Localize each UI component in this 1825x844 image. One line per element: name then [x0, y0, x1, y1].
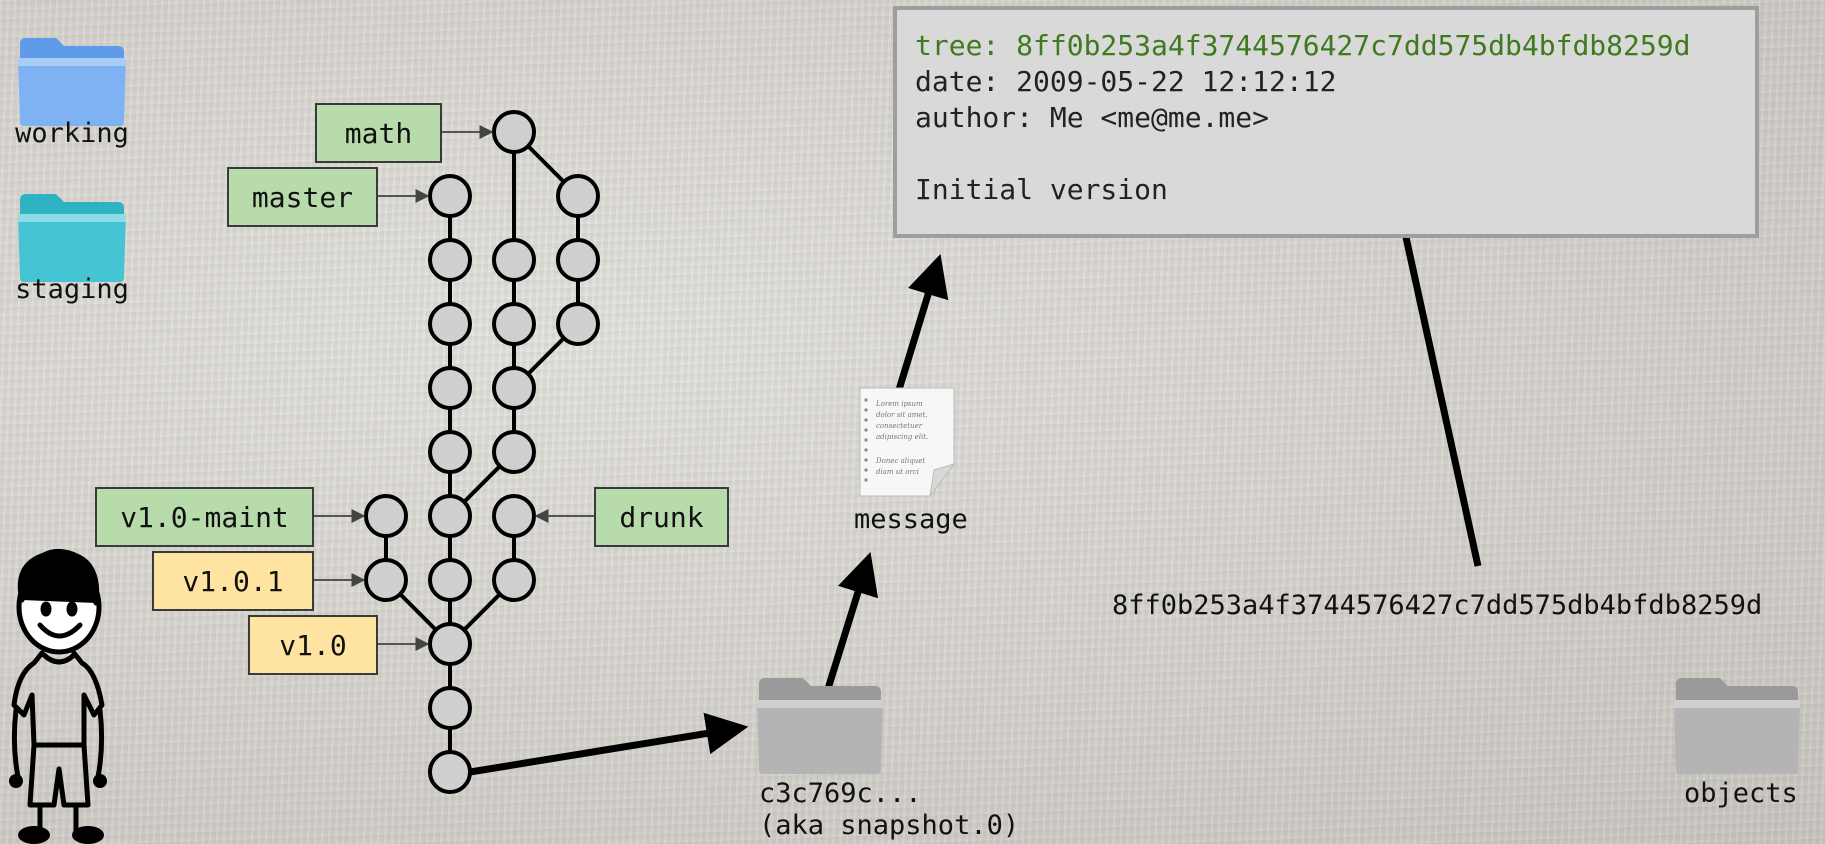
branch-v1-0-maint[interactable]: v1.0-maint — [95, 487, 314, 547]
commit-author-line: author: Me <me@me.me> — [915, 101, 1270, 134]
message-doc-line: Donec aliquet — [875, 457, 925, 465]
commit-node[interactable] — [428, 686, 472, 730]
tag-v1-0-label: v1.0 — [279, 628, 347, 662]
working-folder[interactable]: working — [15, 36, 129, 149]
branch-master[interactable]: master — [227, 167, 378, 227]
commit-node[interactable] — [428, 366, 472, 410]
branch-drunk-label: drunk — [619, 500, 704, 534]
commit-node[interactable] — [428, 558, 472, 602]
branch-drunk[interactable]: drunk — [594, 487, 729, 547]
commit-date-line: date: 2009-05-22 12:12:12 — [915, 65, 1337, 98]
snapshot-folder-icon — [757, 678, 883, 774]
message-document[interactable]: Lorem ipsum dolor sit amet, consectetuer… — [854, 386, 968, 536]
objects-folder-label: objects — [1684, 778, 1798, 809]
tag-v1-0-1[interactable]: v1.0.1 — [152, 551, 314, 611]
commit-node[interactable] — [428, 494, 472, 538]
commit-tree-line: tree: 8ff0b253a4f3744576427c7dd575db4bfd… — [915, 29, 1691, 62]
objects-folder[interactable]: objects — [1672, 674, 1812, 814]
message-doc-line: Lorem ipsum — [875, 400, 923, 408]
branch-v1-0-maint-label: v1.0-maint — [120, 500, 289, 534]
tag-v1-0-1-label: v1.0.1 — [182, 564, 284, 598]
message-doc-line: diam ut orci — [876, 468, 919, 476]
document-icon: Lorem ipsum dolor sit amet, consectetuer… — [859, 387, 956, 497]
commit-node[interactable] — [428, 430, 472, 474]
staging-folder-icon — [18, 194, 126, 282]
branch-math[interactable]: math — [315, 103, 442, 163]
commit-node[interactable] — [428, 750, 472, 794]
message-doc-line: adipiscing elit. — [876, 433, 928, 441]
commit-object-box: tree: 8ff0b253a4f3744576427c7dd575db4bfd… — [893, 6, 1759, 238]
branch-math-label: math — [344, 116, 413, 150]
commit-blank-line — [915, 136, 1755, 172]
commit-node[interactable] — [492, 558, 536, 602]
message-doc-line: consectetuer — [876, 422, 923, 430]
commit-message-line: Initial version — [915, 173, 1168, 206]
staging-folder[interactable]: staging — [15, 192, 129, 305]
commit-node[interactable] — [492, 238, 536, 282]
tag-v1-0[interactable]: v1.0 — [248, 615, 378, 675]
message-doc-line: dolor sit amet, — [876, 411, 928, 419]
snapshot-folder[interactable]: c3c769c... (aka snapshot.0) — [755, 674, 1055, 844]
commit-node[interactable] — [492, 110, 536, 154]
tree-hash: 8ff0b253a4f3744576427c7dd575db4bfdb8259d — [1112, 590, 1763, 621]
commit-node[interactable] — [428, 302, 472, 346]
commit-node[interactable] — [492, 366, 536, 410]
commit-node[interactable] — [364, 558, 408, 602]
working-folder-icon — [18, 38, 126, 126]
branch-master-label: master — [251, 180, 354, 214]
commit-node[interactable] — [556, 238, 600, 282]
commit-node[interactable] — [428, 238, 472, 282]
commit-node[interactable] — [556, 302, 600, 346]
snapshot-label-line1: c3c769c... — [759, 778, 922, 809]
message-label: message — [854, 504, 968, 535]
stick-figure-icon — [9, 549, 107, 844]
commit-node[interactable] — [492, 494, 536, 538]
commit-node[interactable] — [428, 174, 472, 218]
commit-node[interactable] — [428, 622, 472, 666]
objects-folder-icon — [1674, 678, 1800, 774]
snapshot-label-line2: (aka snapshot.0) — [759, 810, 1020, 841]
commit-node[interactable] — [364, 494, 408, 538]
commit-node[interactable] — [492, 430, 536, 474]
staging-folder-label: staging — [15, 274, 129, 305]
commit-node[interactable] — [492, 302, 536, 346]
working-folder-label: working — [15, 118, 129, 149]
commit-node[interactable] — [556, 174, 600, 218]
